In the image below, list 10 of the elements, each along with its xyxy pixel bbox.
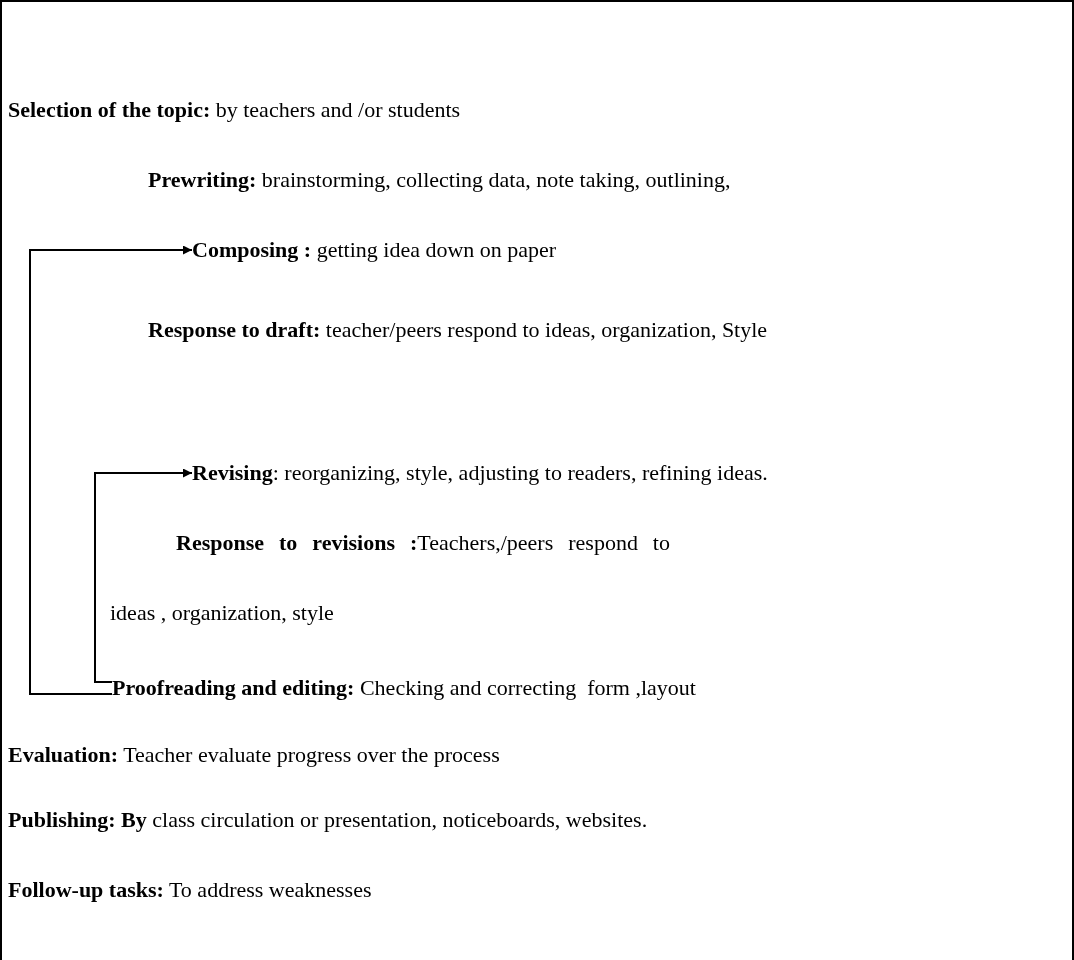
step-text: Selection of the topic: by teachers and /or students xyxy=(8,75,461,145)
step-text: Composing : getting idea down on paper xyxy=(192,215,557,285)
step-text: Prewriting: brainstorming, collecting data, note taking, outlining, xyxy=(148,145,731,215)
step-text: Response to draft: teacher/peers respond to ideas, organization, Style xyxy=(25,295,1055,365)
step-text: Response to revisions :Teachers,/peers respond to ideas , organization, style xyxy=(110,508,670,648)
arrow xyxy=(94,468,193,683)
step-text: Revising: reorganizing, style, adjusting to readers, refining ideas. xyxy=(192,438,768,508)
arrow xyxy=(29,245,193,695)
step-text: Follow-up tasks: To address weaknesses xyxy=(8,855,372,925)
step-text: Proofreading and editing: Checking and correcting form ,layout xyxy=(112,653,696,723)
